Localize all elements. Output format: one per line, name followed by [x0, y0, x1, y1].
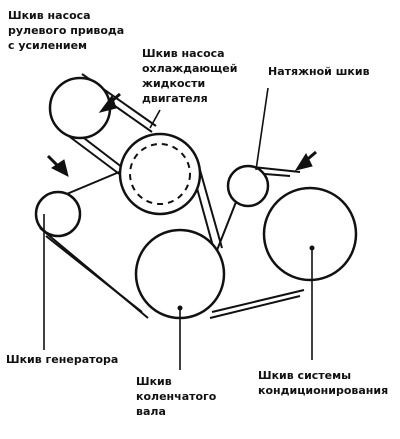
alternator-pulley: [34, 190, 82, 238]
direction-arrows: [46, 92, 317, 177]
tensioner-pulley-label: Натяжной шкив: [268, 65, 370, 78]
coolant-pump-pulley-label: Шкив насоса охлаждающей жидкости двигате…: [142, 47, 238, 105]
tensioner-pulley: [226, 164, 270, 208]
leader-lines: [43, 87, 313, 370]
crankshaft-pulley-label: Шкив коленчатого вала: [136, 375, 217, 418]
coolant-pump-pulley: [118, 132, 202, 216]
alternator-pulley-label: Шкив генератора: [6, 353, 119, 366]
coolant-pump-pulley-inner: [129, 143, 191, 205]
power-steering-pump-pulley: [48, 76, 112, 140]
ac-pulley-label: Шкив системы кондиционирования: [258, 369, 389, 397]
ac-compressor-pulley: [262, 186, 358, 282]
crankshaft-pulley: [134, 228, 226, 320]
power-steering-pulley-label: Шкив насоса рулевого привода с усилением: [8, 9, 125, 52]
